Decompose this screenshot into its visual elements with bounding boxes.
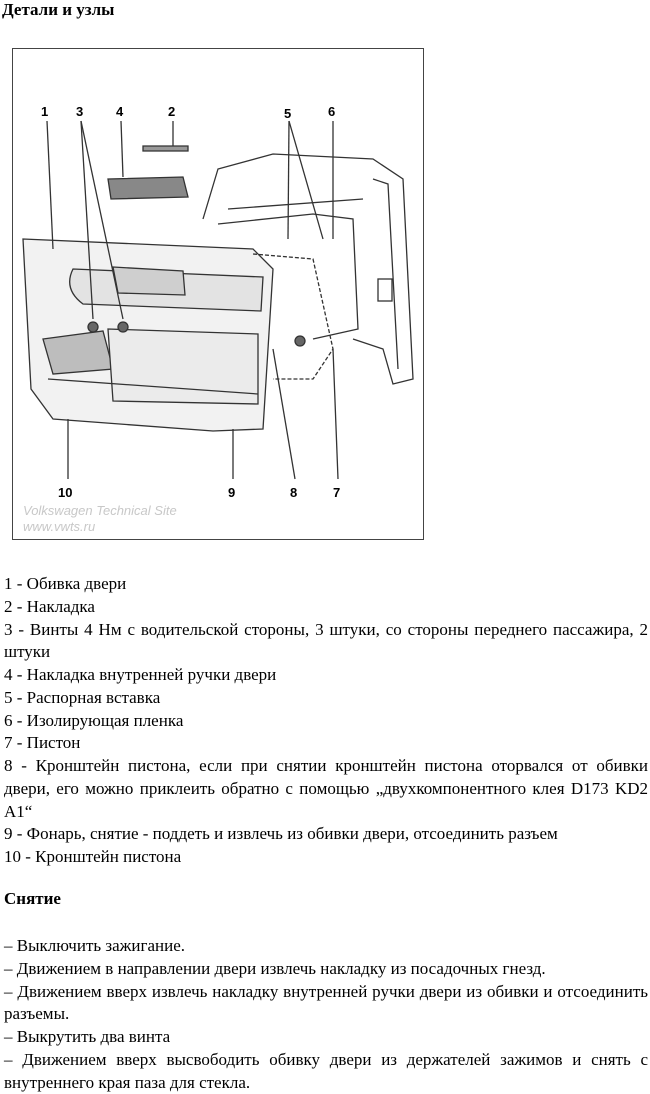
step-item: – Выкрутить два винта — [4, 1027, 171, 1046]
callout-4: 4 — [116, 104, 124, 119]
list-item: 8 - Кронштейн пистона, если при снятии к… — [4, 756, 648, 821]
step-item: – Движением вверх высвободить обивку две… — [4, 1049, 648, 1092]
callout-5: 5 — [284, 106, 292, 121]
callout-1: 1 — [41, 104, 49, 119]
step-item: – Выключить зажигание. — [4, 936, 185, 955]
list-item: 1 - Обивка двери — [4, 574, 127, 593]
list-item: 2 - Накладка — [4, 596, 95, 616]
door-parts-diagram: 1 2 3 4 5 6 7 8 9 10 Volkswagen Technica… — [12, 48, 424, 540]
list-item: 4 - Накладка внутренней ручки двери — [4, 665, 277, 684]
removal-steps: – Выключить зажигание. – Движением в нап… — [4, 935, 648, 1094]
callout-10: 10 — [58, 485, 73, 500]
callout-9: 9 — [228, 485, 236, 500]
page-title: Детали и узлы — [2, 0, 115, 19]
list-item: 3 - Винты 4 Нм с водительской стороны, 3… — [4, 619, 648, 662]
watermark-url: www.vwts.ru — [23, 519, 96, 534]
door-illustration — [22, 120, 414, 480]
list-item: 6 - Изолирующая пленка — [4, 710, 184, 730]
list-item: 10 - Кронштейн пистона — [4, 847, 182, 866]
callout-8: 8 — [290, 485, 298, 500]
callout-6: 6 — [328, 104, 336, 119]
callout-3: 3 — [76, 104, 84, 119]
callout-2: 2 — [168, 104, 176, 119]
list-item: 7 - Пистон — [4, 733, 81, 753]
list-item: 5 - Распорная вставка — [4, 687, 161, 707]
section-heading-removal: Снятие — [4, 889, 61, 908]
callout-7: 7 — [333, 485, 341, 500]
step-item: – Движением в направлении двери извлечь … — [4, 958, 546, 978]
watermark-title: Volkswagen Technical Site — [23, 503, 177, 518]
list-item: 9 - Фонарь, снятие - поддеть и извлечь и… — [4, 824, 558, 844]
parts-list: 1 - Обивка двери 2 - Накладка 3 - Винты … — [4, 573, 648, 869]
step-item: – Движением вверх извлечь накладку внутр… — [4, 981, 648, 1024]
